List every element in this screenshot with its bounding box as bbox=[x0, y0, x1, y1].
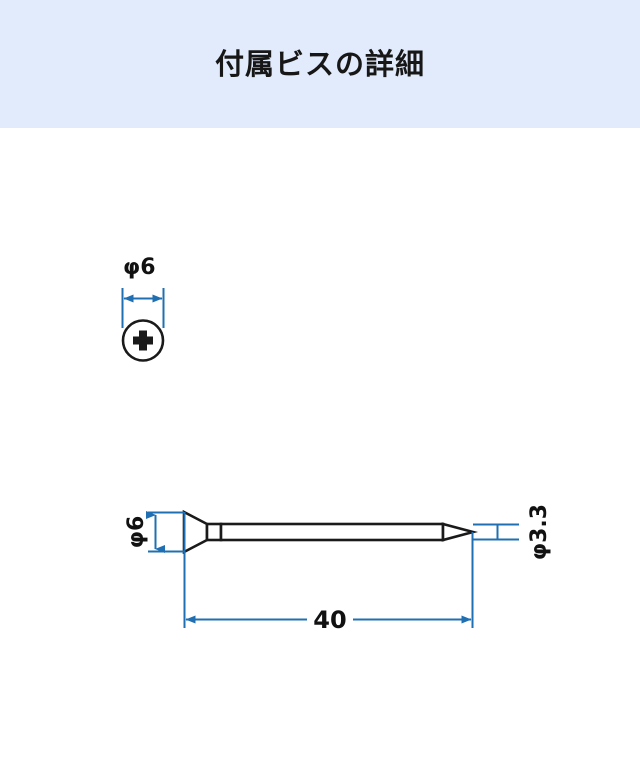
page-title: 付属ビスの詳細 bbox=[214, 46, 425, 81]
screw-countersunk-head bbox=[182, 509, 209, 555]
drawing-area: φ6 bbox=[0, 128, 640, 773]
top-view-group: φ6 bbox=[121, 255, 165, 362]
top-view-diameter-label: φ6 bbox=[123, 255, 156, 280]
screw-collar bbox=[205, 522, 223, 542]
tip-diameter-label: φ3.3 bbox=[527, 504, 552, 560]
phillips-cross-slot-icon bbox=[133, 330, 153, 351]
header-band: 付属ビスの詳細 bbox=[0, 0, 640, 128]
screw-length-label: 40 bbox=[313, 606, 346, 634]
side-view-group: φ6 φ3.3 40 bbox=[124, 504, 552, 634]
screw-cone-tip bbox=[441, 522, 479, 542]
side-view-head-diameter-label: φ6 bbox=[124, 516, 149, 549]
screw-drawing-svg: φ6 bbox=[121, 255, 552, 634]
screw-shaft bbox=[219, 522, 445, 542]
